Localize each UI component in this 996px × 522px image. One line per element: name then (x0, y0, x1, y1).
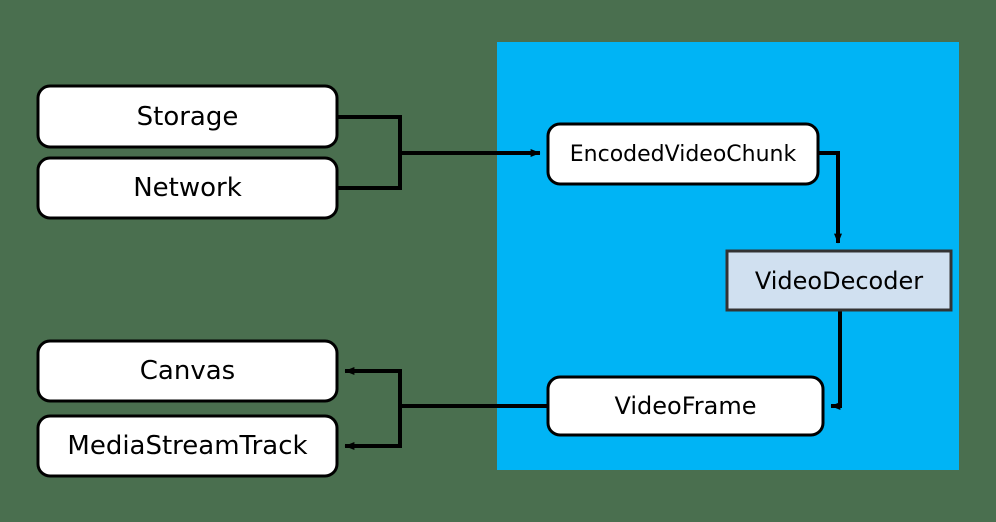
node-canvas[interactable] (36, 339, 339, 403)
edge-chunk-to-decoder (818, 151, 842, 244)
edge-network-to-chunk (337, 153, 402, 190)
edge-decoder-to-frame (830, 310, 842, 410)
edge-storage-to-chunk (337, 115, 402, 153)
node-mediastreamtrack[interactable] (36, 414, 339, 478)
node-videodecoder[interactable] (725, 249, 953, 312)
node-videoframe[interactable] (546, 375, 825, 437)
node-encodedvideochunk[interactable] (546, 122, 820, 186)
edge-frame-to-mediastream (344, 406, 402, 450)
edge-frame-to-canvas (344, 367, 402, 406)
node-network[interactable] (36, 156, 339, 220)
node-storage[interactable] (36, 84, 339, 149)
